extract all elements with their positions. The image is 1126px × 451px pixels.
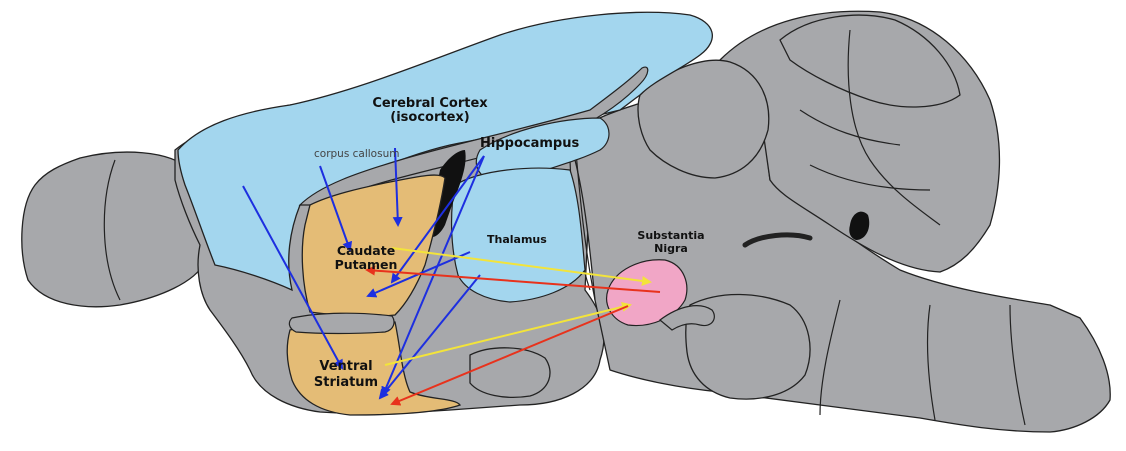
substantia-nigra-label-line2: Nigra [654,242,688,255]
substantia-nigra-label-line1: Substantia [637,229,704,242]
thalamus-label: Thalamus [487,233,547,246]
corpus-callosum-label: corpus callosum [314,148,399,160]
ventral-striatum-label-line1: Ventral [319,359,372,374]
anterior-commissure [289,313,394,333]
caudate-label-line2: Putamen [335,257,398,272]
hippocampus-label: Hippocampus [480,136,579,151]
cortex-label-line1: Cerebral Cortex [372,96,488,111]
ventral-striatum-label-line2: Striatum [314,375,378,390]
cortex-label-line2: (isocortex) [390,110,469,125]
caudate-label-line1: Caudate [337,243,395,258]
